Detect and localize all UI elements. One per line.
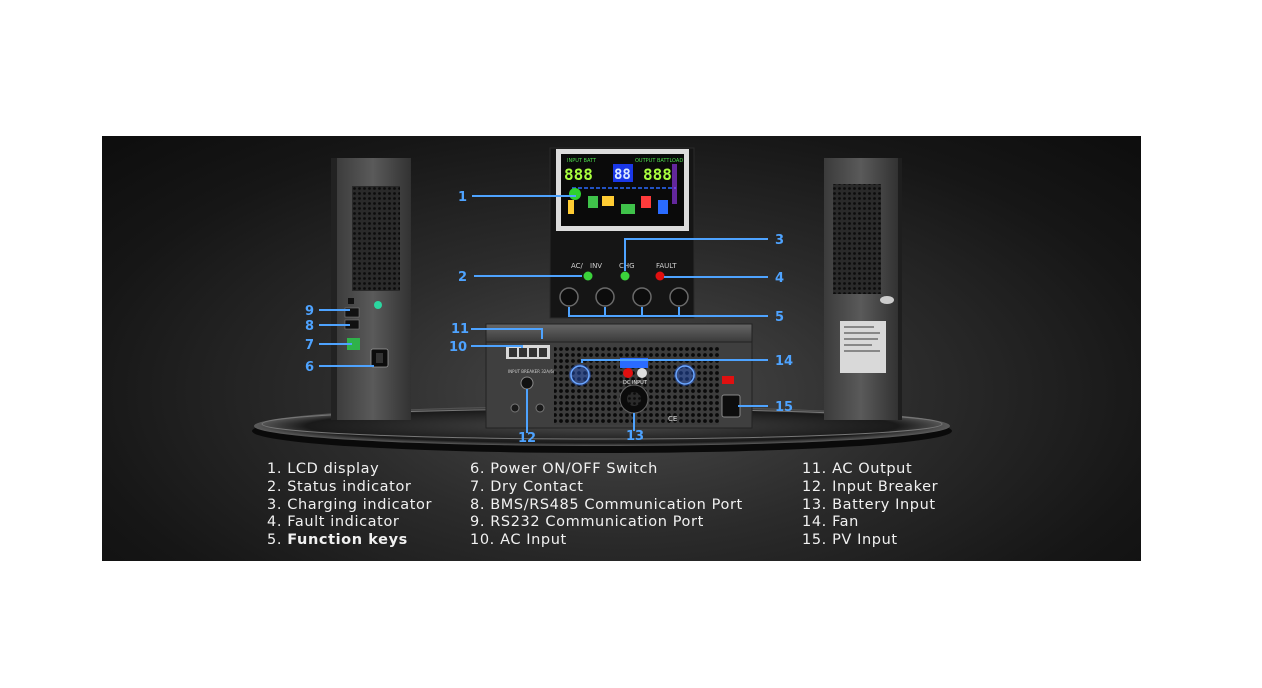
callout-9: 9 [305,304,314,319]
callout-5: 5 [775,310,784,325]
legend-column-1: 1. LCD display 2. Status indicator 3. Ch… [267,461,432,550]
callout-10: 10 [449,340,467,355]
legend-item-3: 3. Charging indicator [267,496,433,513]
status-light-icon [374,301,382,309]
callout-8: 8 [305,319,314,334]
battery-positive-icon [623,368,633,378]
legend-item-15: 15. PV Input [802,532,898,549]
legend-item-8: 8. BMS/RS485 Communication Port [470,496,743,513]
pv-input-icon [721,394,741,418]
legend-item-6: 6. Power ON/OFF Switch [470,461,658,477]
callout-numbers: 1 2 3 4 5 6 7 8 9 10 11 12 13 14 15 [305,190,793,446]
svg-text:88: 88 [614,167,631,183]
product-diagram-panel: INPUT BATT OUTPUT BATTLOAD 888 88 888 AC… [102,136,1141,561]
svg-text:CE: CE [668,415,677,423]
callout-15: 15 [775,400,793,415]
right-side-unit [824,158,902,420]
legend-item-2: 2. Status indicator [267,478,412,495]
ac-indicator-label: AC/ [571,262,584,270]
function-key-4 [669,287,689,307]
charging-led-icon [620,271,630,281]
legend-item-12: 12. Input Breaker [802,478,939,495]
input-breaker-label: INPUT BREAKER 32A/6A [508,369,556,374]
callout-13: 13 [626,429,644,444]
legend-column-2: 6. Power ON/OFF Switch 7. Dry Contact 8.… [470,461,743,550]
callout-4: 4 [775,271,784,286]
callout-lines [319,195,768,433]
svg-text:888: 888 [564,165,593,184]
pv-icon [588,196,598,208]
input-breaker-icon [520,376,534,390]
legend-item-10: 10. AC Input [470,532,567,549]
callout-6: 6 [305,360,314,375]
load-icon [658,200,668,214]
legend-item-1: 1. LCD display [267,461,380,477]
legend-item-13: 13. Battery Input [802,496,936,513]
inverter-illustration: INPUT BATT OUTPUT BATTLOAD 888 88 888 AC… [252,147,952,453]
function-keys [559,287,689,307]
grid-icon [569,188,581,200]
callout-14: 14 [775,354,793,369]
function-key-1 [559,287,579,307]
function-key-3 [632,287,652,307]
status-led-icon [583,271,593,281]
legend-item-9: 9. RS232 Communication Port [470,514,704,531]
rear-unit: INPUT BREAKER 32A/6A DC INPUT CE [485,323,753,429]
dry-contact-port [347,338,360,350]
fault-led-icon [655,271,665,281]
legend-item-7: 7. Dry Contact [470,478,584,495]
rs232-port [344,307,360,318]
callout-12: 12 [518,431,536,446]
left-side-unit [331,158,411,420]
callout-3: 3 [775,233,784,248]
svg-text:888: 888 [643,165,672,184]
callout-1: 1 [458,190,467,205]
legend-item-4: 4. Fault indicator [267,514,400,531]
rating-label [840,321,886,373]
legend-item-11: 11. AC Output [802,461,913,477]
fault-indicator-label: FAULT [656,262,677,270]
fan-icon [569,364,591,386]
svg-text:INPUT BATT: INPUT BATT [567,158,597,164]
front-panel: INPUT BATT OUTPUT BATTLOAD 888 88 888 AC… [549,147,695,319]
legend-item-14: 14. Fan [802,514,859,531]
fan-icon-right [674,364,696,386]
function-key-2 [595,287,615,307]
legend-column-3: 11. AC Output 12. Input Breaker 13. Batt… [802,461,938,550]
callout-11: 11 [451,322,469,337]
legend-item-5: 5. Function keys [267,532,408,549]
callout-7: 7 [305,338,314,353]
battery-negative-icon [637,368,647,378]
chg-indicator-label: CHG [619,262,635,270]
svg-text:DC INPUT: DC INPUT [623,380,648,386]
inv-indicator-label: INV [590,262,602,270]
battery-icon [621,204,635,214]
callout-2: 2 [458,270,467,285]
svg-text:OUTPUT BATTLOAD: OUTPUT BATTLOAD [635,158,683,164]
